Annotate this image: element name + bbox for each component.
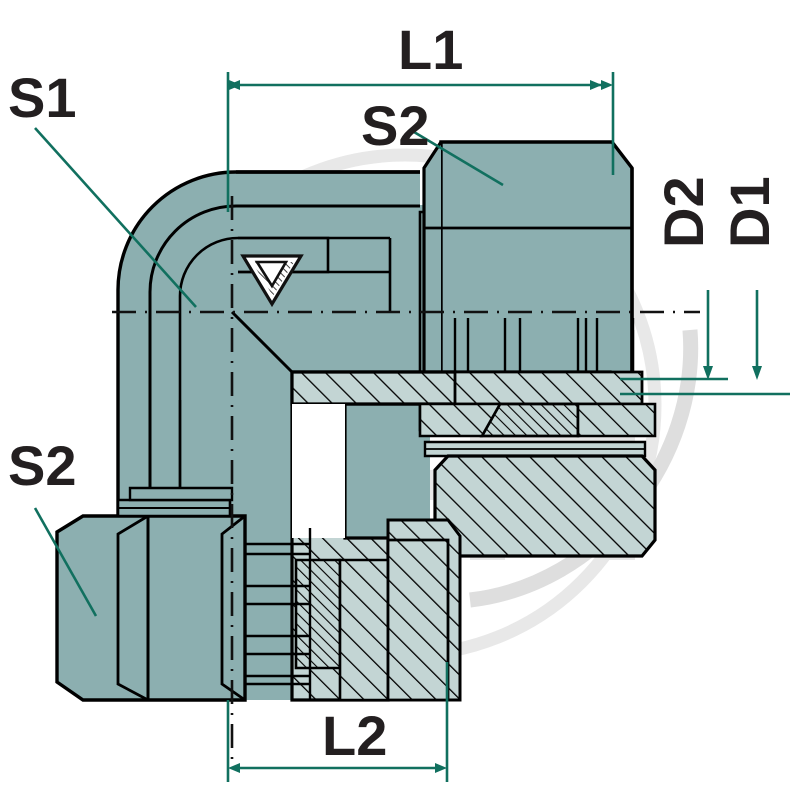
bore-void: [292, 404, 345, 538]
hex-nut-bottom-left: [55, 514, 247, 702]
label-d2: D2: [652, 176, 715, 248]
vertical-hidden-threads: [245, 528, 312, 700]
leader-s2-bottom: [33, 507, 98, 617]
label-l2: L2: [322, 704, 388, 767]
label-d1: D1: [718, 176, 781, 248]
dimension-L2: [226, 662, 449, 782]
label-s2-top: S2: [361, 94, 430, 157]
lower-collar: [116, 486, 234, 518]
label-l1: L1: [398, 18, 464, 81]
surface-finish-icon: [240, 254, 304, 308]
dimension-lines: [33, 72, 790, 782]
leader-s1: [34, 127, 197, 308]
centerlines: [112, 196, 700, 762]
label-s1: S1: [8, 66, 77, 129]
label-s2-bottom: S2: [8, 434, 77, 497]
dimension-D1: [620, 290, 790, 396]
dimension-D2: [620, 290, 728, 381]
dimension-L1: [226, 72, 615, 212]
leader-s2-top: [413, 130, 504, 187]
